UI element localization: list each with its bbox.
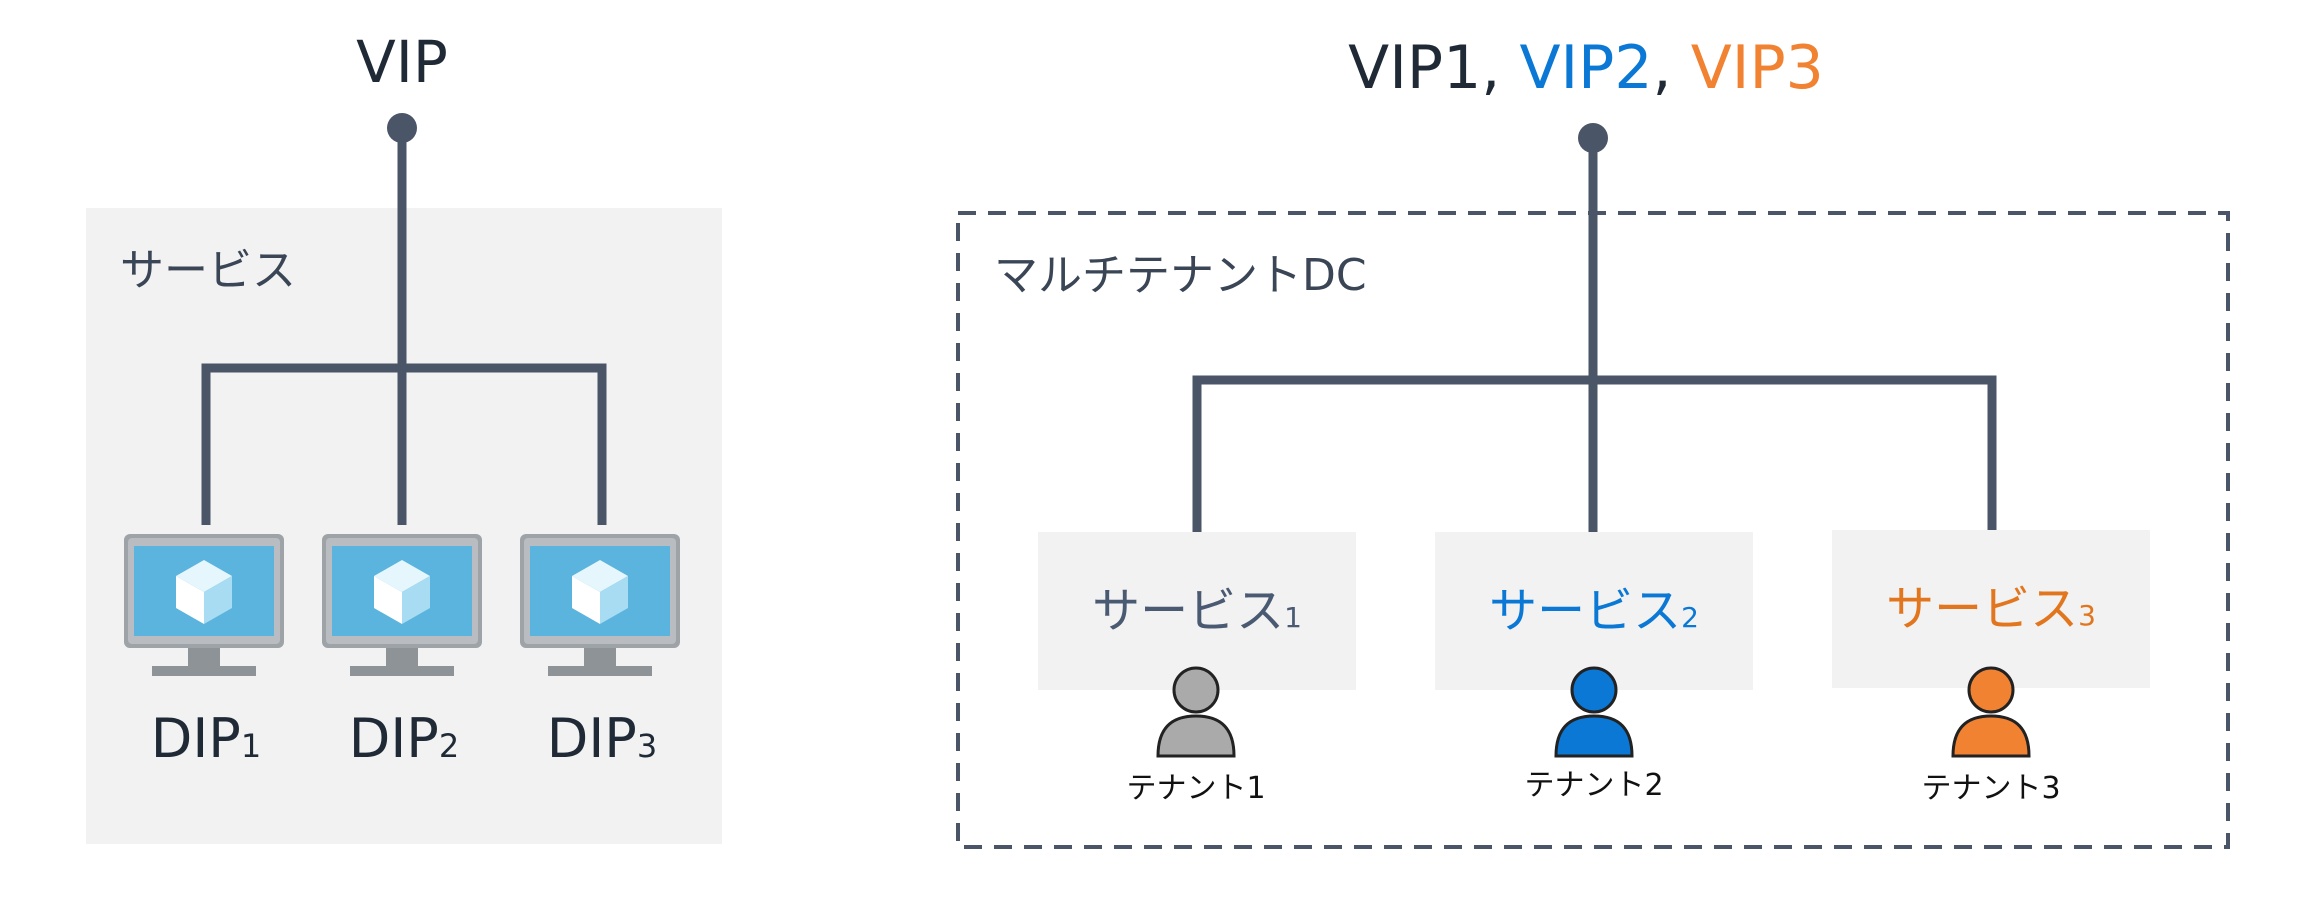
tenant-label-2: テナント2	[1524, 768, 1663, 803]
vip-endpoint-dot	[387, 113, 417, 143]
left-diagram: サービス VIP DIP1 DIP2 DIP3	[86, 28, 722, 844]
right-diagram: VIP1, VIP2, VIP3 マルチテナントDC サービス1 サービス2 サ…	[956, 33, 2230, 849]
service-label-3: サービス3	[1886, 581, 2096, 637]
service-label-1: サービス1	[1092, 583, 1302, 639]
tenant-label-1: テナント1	[1126, 771, 1265, 806]
service-box-1	[1038, 532, 1356, 690]
left-connector-lines	[201, 128, 607, 525]
right-connector-lines	[1192, 138, 1997, 532]
service-box-2	[1435, 532, 1753, 690]
vip-title-sep-2: ,	[1653, 33, 1691, 103]
vip-title-sep-1: ,	[1481, 33, 1519, 103]
vip-endpoint-dot	[1578, 123, 1608, 153]
service-label: サービス	[120, 245, 296, 296]
vip-title: VIP1, VIP2, VIP3	[1348, 33, 1824, 103]
vip-label: VIP	[356, 28, 448, 96]
dip-label-2: DIP2	[349, 707, 459, 770]
dc-label: マルチテナントDC	[994, 250, 1367, 301]
dip-label-3: DIP3	[547, 707, 657, 770]
service-box-3	[1832, 530, 2150, 688]
vip-title-part-2: VIP2	[1519, 33, 1652, 103]
vip-title-part-3: VIP3	[1691, 33, 1824, 103]
dip-label-1: DIP1	[151, 707, 261, 770]
service-label-2: サービス2	[1489, 583, 1699, 639]
tenant-label-3: テナント3	[1921, 771, 2060, 806]
vip-title-part-1: VIP1	[1348, 33, 1481, 103]
